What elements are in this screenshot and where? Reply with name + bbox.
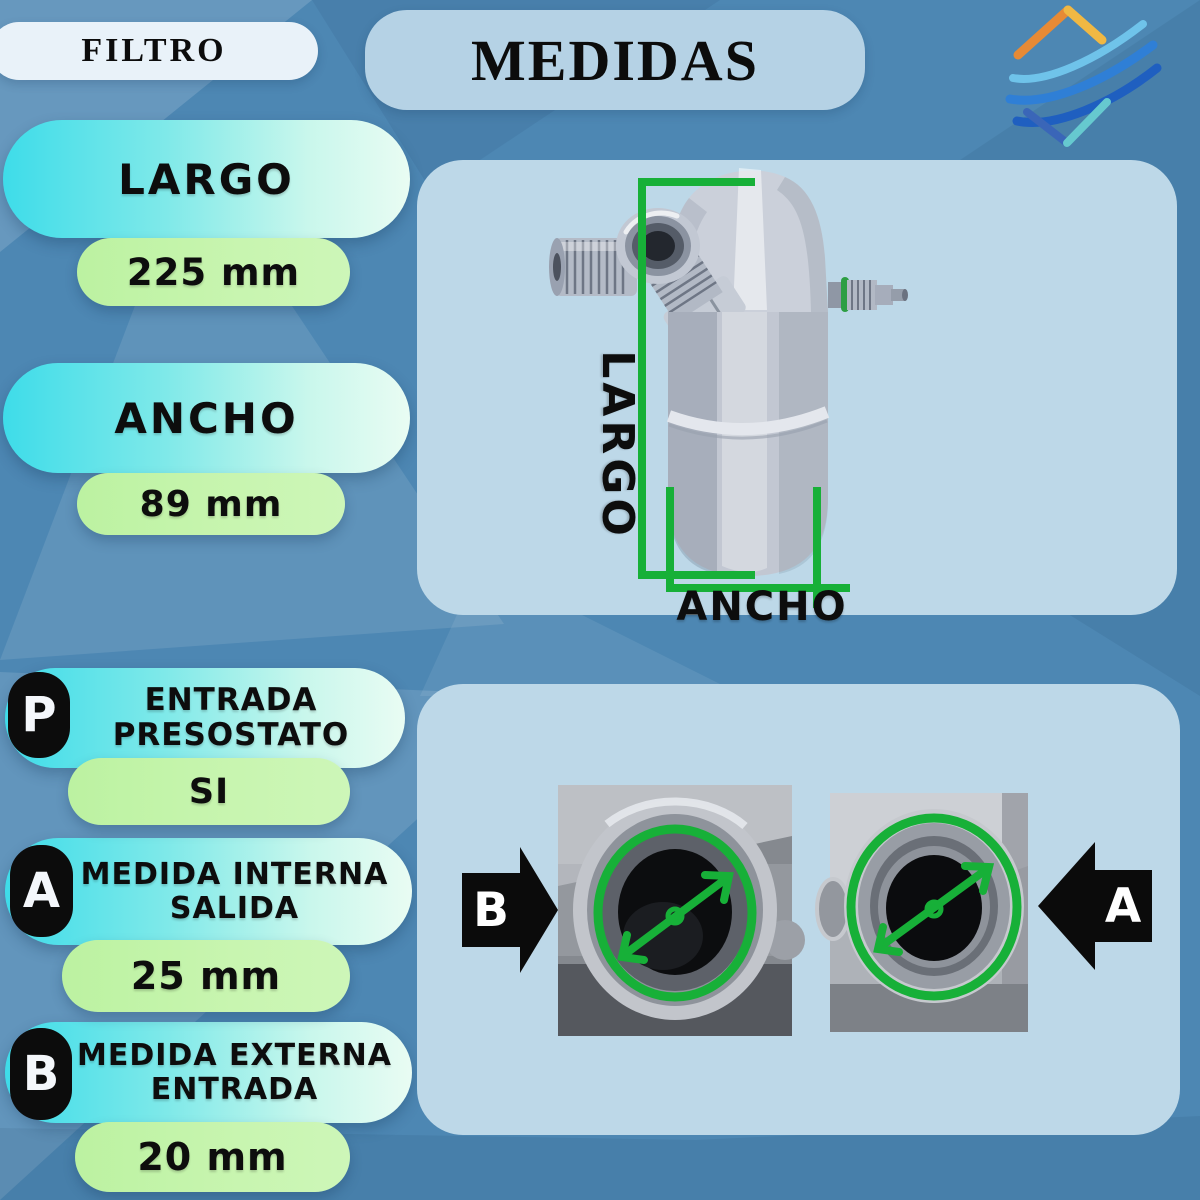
- spec-presostato-value: SI: [68, 758, 350, 825]
- port-a-photo: [815, 793, 1028, 1032]
- badge-a-letter: A: [22, 863, 61, 919]
- diagram-largo-text: LARGO: [592, 350, 644, 540]
- port-a-letter: A: [1104, 878, 1142, 934]
- product-type-label: FILTRO: [81, 32, 227, 69]
- spec-ancho-label: ANCHO: [114, 393, 299, 443]
- spec-entrada-line1: MEDIDA EXTERNA: [77, 1037, 392, 1073]
- spec-ancho-value: 89 mm: [77, 473, 345, 535]
- filter-right-fitting: [828, 277, 908, 312]
- ports-diagram: [462, 785, 1152, 1036]
- spec-salida-line1: MEDIDA INTERNA: [80, 856, 389, 892]
- spec-ancho-pill: ANCHO: [3, 363, 410, 473]
- largo-bracket: [638, 178, 755, 579]
- badge-b-letter: B: [22, 1046, 60, 1102]
- spec-ancho-value-text: 89 mm: [139, 483, 283, 525]
- diagram-ancho-label: ANCHO: [662, 584, 862, 630]
- badge-p-letter: P: [21, 687, 57, 743]
- wave-diamond-icon: [1005, 5, 1162, 147]
- page-title: MEDIDAS: [365, 10, 865, 110]
- spec-entrada-value: 20 mm: [75, 1122, 350, 1192]
- spec-presostato-line2: PRESOSTATO: [112, 717, 350, 753]
- port-b-photo: [558, 785, 805, 1036]
- port-a-arrow-label: A: [1093, 878, 1153, 934]
- port-b-letter: B: [473, 882, 509, 938]
- spec-salida-value: 25 mm: [62, 940, 350, 1012]
- port-a-arrow-left-icon: [1038, 842, 1152, 970]
- badge-a: A: [10, 845, 73, 937]
- spec-salida-line2: SALIDA: [169, 890, 300, 926]
- page-title-label: MEDIDAS: [471, 27, 759, 93]
- brand-logo: [1005, 5, 1162, 147]
- diagram-ancho-text: ANCHO: [676, 584, 848, 630]
- spec-presostato-value-text: SI: [188, 771, 230, 812]
- badge-b: B: [10, 1028, 72, 1120]
- product-type-tag: FILTRO: [0, 22, 318, 80]
- ancho-bracket-left: [666, 487, 850, 592]
- port-b-arrow-label: B: [461, 882, 521, 938]
- spec-entrada-value-text: 20 mm: [137, 1135, 288, 1179]
- spec-largo-value: 225 mm: [77, 238, 350, 306]
- port-b-diameter-mark: [593, 824, 757, 1002]
- measure-brackets: [638, 178, 850, 608]
- diagram-largo-label: LARGO: [592, 315, 644, 575]
- port-b-arrow-right-icon: [462, 847, 558, 973]
- spec-largo-value-text: 225 mm: [126, 250, 301, 294]
- spec-presostato-pill: ENTRADA PRESOSTATO: [5, 668, 405, 768]
- filter-measure-diagram: [549, 168, 908, 608]
- spec-largo-label: LARGO: [118, 154, 295, 204]
- spec-salida-value-text: 25 mm: [130, 954, 282, 998]
- spec-largo-pill: LARGO: [3, 120, 410, 238]
- port-a-diameter-mark: [846, 813, 1022, 1001]
- badge-p: P: [8, 672, 70, 758]
- spec-presostato-line1: ENTRADA: [144, 682, 318, 719]
- spec-entrada-line2: ENTRADA: [150, 1071, 319, 1107]
- spec-entrada-pill: MEDIDA EXTERNA ENTRADA: [5, 1022, 412, 1123]
